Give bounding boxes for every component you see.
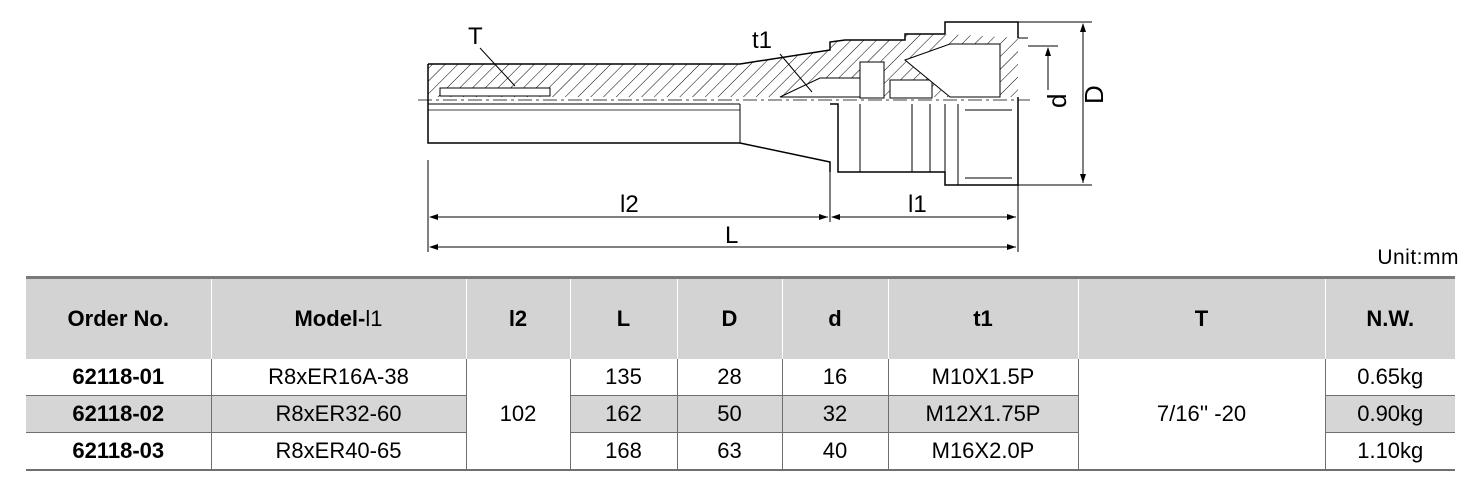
header-D: D [676,276,783,359]
shank-section [428,33,1018,99]
cell-model: R8xER16A-38 [210,359,467,396]
cell-L: 168 [569,432,678,471]
cell-D: 50 [676,395,783,433]
cell-l2-merged: 102 [465,359,571,471]
table-row: 62118-01 R8xER16A-38 102 135 28 16 M10X1… [26,359,1455,471]
cell-model: R8xER32-60 [210,395,467,433]
cell-d: 16 [781,359,889,396]
header-T: T [1077,276,1326,359]
label-l1: l1 [908,191,927,218]
shank-outline [427,21,1028,186]
spec-table: Order No. Model-l1 l2 L D d t1 T N.W. 62… [26,276,1455,471]
cell-t1: M12X1.75P [887,395,1079,433]
cell-D: 28 [676,359,783,396]
cell-order-no: 62118-03 [26,432,212,471]
label-L: L [725,222,738,249]
unit-label: Unit:mm [1377,246,1459,269]
cell-order-no: 62118-01 [26,359,212,396]
cell-D: 63 [676,432,783,471]
cell-d: 32 [781,395,889,433]
header-t1: t1 [887,276,1079,359]
header-nw: N.W. [1324,276,1455,359]
header-L: L [569,276,678,359]
header-l2: l2 [465,276,571,359]
cell-nw: 0.65kg [1324,359,1455,396]
cell-nw: 1.10kg [1324,432,1455,471]
cell-T-merged: 7/16'' -20 [1077,359,1326,471]
svg-text:d: d [1042,94,1072,108]
svg-text:D: D [1079,85,1109,104]
label-t1: t1 [752,27,772,54]
header-model: Model-l1 [210,276,467,359]
header-order-no: Order No. [26,276,212,359]
dimension-lengths: l2 l1 L [427,160,1019,252]
cell-order-no: 62118-02 [26,395,212,433]
cell-d: 40 [781,432,889,471]
cell-nw: 0.90kg [1324,395,1455,433]
label-l2: l2 [620,191,639,218]
dimension-D: D [1018,21,1109,186]
cell-t1: M16X2.0P [887,432,1079,471]
tool-holder-drawing: T t1 d D l2 l1 L [418,21,1109,252]
cell-L: 162 [569,395,678,433]
label-T: T [468,23,483,50]
table-row: 62118-02 R8xER32-60 162 50 32 M12X1.75P … [26,395,1455,433]
table-row: 62118-03 R8xER40-65 168 63 40 M16X2.0P 1… [26,432,1455,471]
dimension-d: d [1028,45,1072,108]
cell-L: 135 [569,359,678,396]
cell-t1: M10X1.5P [887,359,1079,396]
header-d: d [781,276,889,359]
cell-model: R8xER40-65 [210,432,467,471]
header-row: Order No. Model-l1 l2 L D d t1 T N.W. [26,276,1455,359]
